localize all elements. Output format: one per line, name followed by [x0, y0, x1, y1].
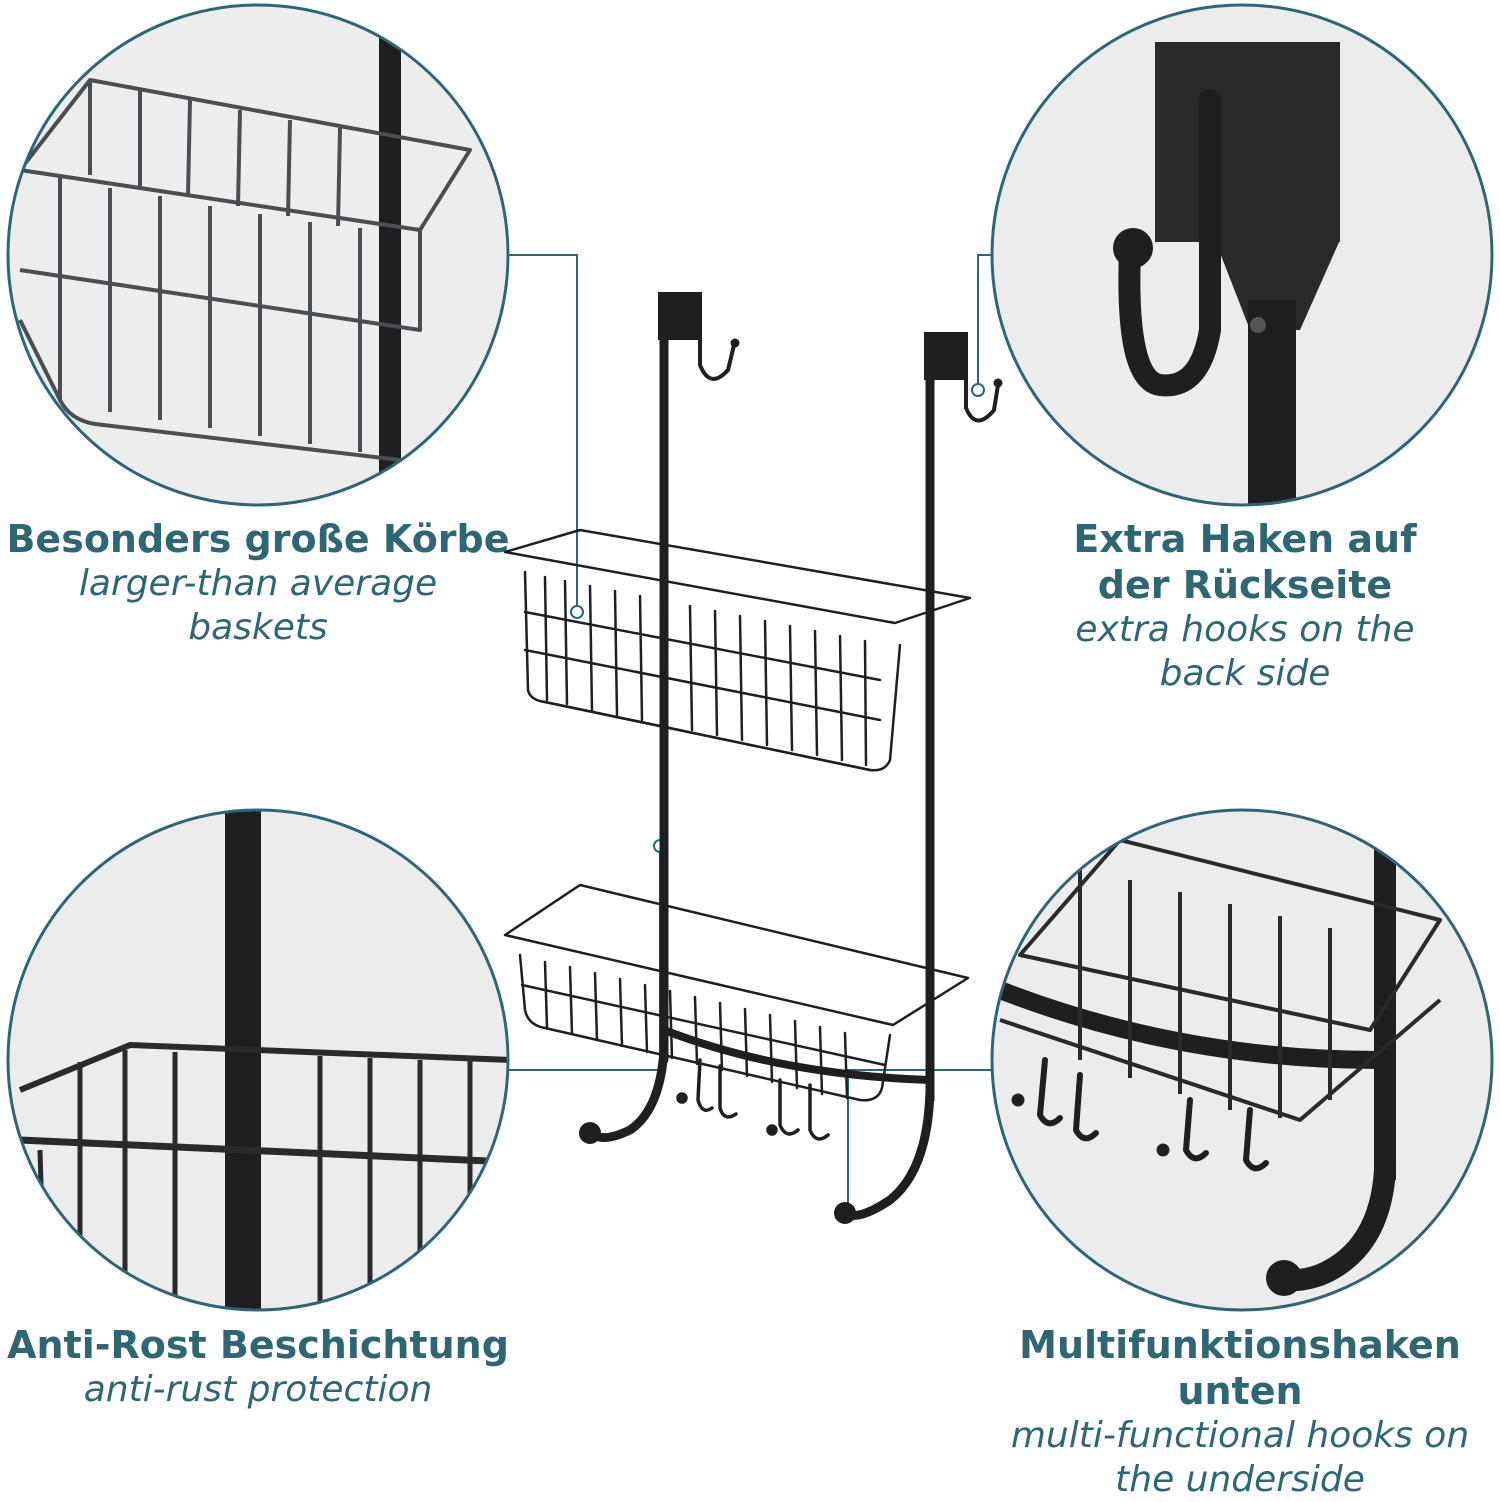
- big-hook-left: [589, 1045, 669, 1143]
- upper-basket: [503, 528, 972, 772]
- caption-multi-hooks: Multifunktionshaken unten multi-function…: [990, 1322, 1490, 1502]
- caption-baskets-en: larger-than average baskets: [78, 563, 438, 648]
- caption-multi-hooks-en: multi-functional hooks on the underside: [1010, 1415, 1470, 1500]
- caption-baskets: Besonders große Körbe larger-than averag…: [0, 516, 516, 650]
- caption-baskets-de: Besonders große Körbe: [6, 517, 510, 561]
- big-hook-right: [843, 1085, 935, 1220]
- detail-circle-baskets: [6, 3, 510, 507]
- leader-line-baskets: [508, 254, 578, 610]
- bottom-bar: [660, 1026, 934, 1084]
- caption-multi-hooks-de: Multifunktionshaken unten: [1019, 1323, 1461, 1413]
- lower-basket: [503, 883, 970, 1102]
- caption-anti-rust: Anti-Rost Beschichtung anti-rust protect…: [0, 1322, 516, 1412]
- top-hook-right: [964, 368, 1000, 423]
- detail-circle-back-hooks: [990, 3, 1494, 507]
- caption-back-hooks: Extra Haken auf der Rückseite extra hook…: [1050, 516, 1440, 696]
- product-shower-caddy: [503, 292, 1003, 1224]
- caption-back-hooks-de: Extra Haken auf der Rückseite: [1073, 517, 1417, 607]
- caption-back-hooks-en: extra hooks on the back side: [1075, 609, 1415, 694]
- leader-dot-back-hooks: [971, 383, 985, 397]
- detail-circle-anti-rust: [6, 808, 510, 1312]
- callout-leader-lines: [508, 254, 992, 1219]
- top-hook-left: [698, 328, 736, 381]
- leader-dot-baskets: [570, 605, 584, 619]
- caption-anti-rust-de: Anti-Rost Beschichtung: [7, 1323, 509, 1367]
- leader-line-back-hooks: [977, 254, 992, 388]
- detail-circle-multi-hooks: [990, 808, 1494, 1312]
- bottom-hooks: [676, 1058, 830, 1141]
- caption-anti-rust-en: anti-rust protection: [83, 1369, 433, 1410]
